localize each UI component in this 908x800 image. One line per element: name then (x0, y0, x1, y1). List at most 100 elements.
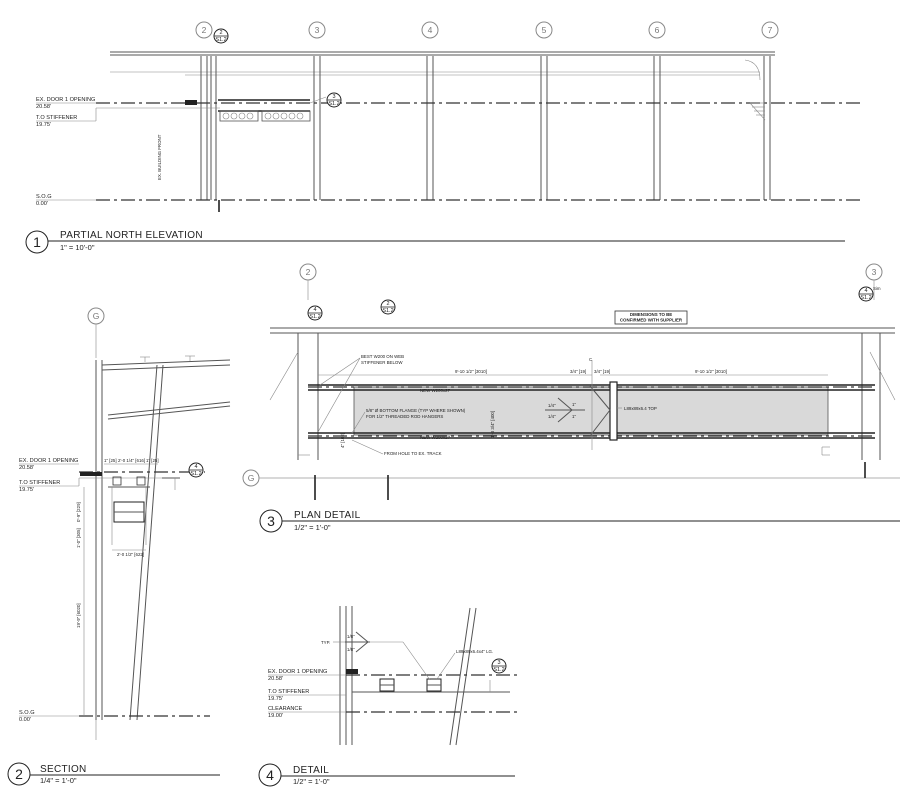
svg-text:S1.2: S1.2 (493, 667, 504, 673)
svg-text:S1.2: S1.2 (328, 101, 339, 107)
svg-text:CLEARANCE: CLEARANCE (268, 706, 302, 712)
svg-text:NEW W200x27: NEW W200x27 (420, 435, 451, 440)
svg-text:3: 3 (267, 513, 275, 529)
svg-text:3: 3 (332, 94, 335, 100)
svg-text:4: 4 (194, 464, 197, 470)
drawing-4-detail: EX. DOOR 1 OPENING 20.58' T.O STIFFENER … (258, 606, 520, 787)
svg-text:3: 3 (315, 25, 320, 35)
grid-bubble-3: 3 (308, 21, 326, 39)
detail-levels: EX. DOOR 1 OPENING 20.58' T.O STIFFENER … (268, 669, 520, 719)
detail-ref-bubble-section: 4 S1.2 (188, 462, 204, 478)
svg-text:EX. DOOR 1 OPENING: EX. DOOR 1 OPENING (36, 97, 95, 103)
svg-text:T.O STIFFENER: T.O STIFFENER (268, 689, 309, 695)
detail-ref-bubble-4: 3 S1.2 (491, 658, 507, 674)
building-front-label: EX. BUILDING FRONT (157, 134, 162, 180)
svg-text:1": 1" (572, 402, 576, 407)
svg-text:FROM HOLE TO EX. TRACK: FROM HOLE TO EX. TRACK (384, 451, 442, 456)
svg-text:1/4": 1/4" (548, 403, 556, 408)
grid-bubble-2-plan: 2 (299, 263, 317, 300)
svg-text:5/8" Ø BOTTOM FLANGE (TYP WHER: 5/8" Ø BOTTOM FLANGE (TYP WHERE SHOWN) (366, 408, 466, 413)
svg-text:4: 4 (864, 288, 867, 294)
svg-text:FOR 1/2" THREADED ROD HANGERS: FOR 1/2" THREADED ROD HANGERS (366, 414, 443, 419)
grid-bubble-3-plan: 3 (865, 263, 883, 300)
drawing-3-plan-detail: 2 3 G 4 S1.2 2 S1.2 4 (242, 263, 900, 533)
svg-text:3: 3 (497, 660, 500, 666)
svg-text:3/4" [19]: 3/4" [19] (570, 369, 586, 374)
svg-text:Sim: Sim (873, 286, 881, 291)
svg-text:T.O STIFFENER: T.O STIFFENER (19, 480, 60, 486)
svg-text:20.58': 20.58' (36, 104, 51, 110)
drawing-1-partial-north-elevation: 2 2 S1.2 3 4 5 6 7 (25, 21, 860, 254)
svg-text:4: 4 (266, 767, 274, 783)
svg-text:3/4" [19]: 3/4" [19] (594, 369, 610, 374)
grid-bubble-g-plan: G (242, 469, 900, 487)
weld-symbol-detail: TYP. 1/8" 1/8" (321, 631, 431, 681)
svg-text:2'-0 1/2" [622]: 2'-0 1/2" [622] (117, 552, 144, 557)
svg-text:G: G (248, 473, 255, 483)
svg-text:S.O.G: S.O.G (19, 710, 35, 716)
drawing-2-section: G EX. DOOR 1 OPENING 20.58' T.O STIFFENE… (7, 307, 231, 786)
svg-text:19.75': 19.75' (19, 487, 34, 493)
section-levels: EX. DOOR 1 OPENING 20.58' T.O STIFFENER … (19, 458, 210, 723)
stair-symbol (749, 102, 766, 121)
svg-text:1: 1 (33, 234, 41, 250)
svg-text:4" [102]: 4" [102] (340, 433, 345, 448)
grid-bubble-2: 2 (195, 21, 213, 39)
svg-text:0'-9" [229]: 0'-9" [229] (76, 502, 81, 522)
section-ref-bubble: 2 S1.2 (213, 28, 229, 44)
grid-bubble-4: 4 (421, 21, 439, 39)
svg-text:STIFFENER BELOW: STIFFENER BELOW (361, 360, 403, 365)
svg-text:1" [25]: 1" [25] (104, 458, 117, 463)
detail-ref-bubble-3: 3 S1.2 (326, 92, 342, 108)
svg-text:L89x89x6.4x4" LG.: L89x89x6.4x4" LG. (456, 649, 493, 654)
svg-text:1/2" = 1'-0": 1/2" = 1'-0" (294, 523, 331, 532)
svg-text:7: 7 (768, 25, 773, 35)
plan-ref-bubble-mid: 2 S1.2 (380, 299, 396, 315)
dimensions-note: DIMENSIONS TO BE CONFIRMED WITH SUPPLIER (614, 310, 688, 325)
drawing-1-title: 1 PARTIAL NORTH ELEVATION 1" = 10'-0" (25, 230, 845, 254)
svg-text:NEW W200x27: NEW W200x27 (420, 388, 451, 393)
svg-text:1/8": 1/8" (347, 634, 355, 639)
svg-text:1'-0" [305]: 1'-0" [305] (76, 528, 81, 548)
svg-text:5: 5 (542, 25, 547, 35)
svg-text:2: 2 (386, 301, 389, 307)
svg-text:S1.2: S1.2 (190, 471, 201, 477)
svg-text:TYP.: TYP. (321, 640, 330, 645)
grid-bubble-6: 6 (648, 21, 666, 39)
svg-text:DIMENSIONS TO BE: DIMENSIONS TO BE (630, 312, 672, 317)
svg-text:S1.2: S1.2 (215, 37, 226, 43)
svg-text:0.00': 0.00' (36, 201, 48, 207)
svg-text:0.00': 0.00' (19, 717, 31, 723)
svg-text:CONFIRMED WITH SUPPLIER: CONFIRMED WITH SUPPLIER (620, 318, 683, 323)
roof-line (110, 51, 775, 81)
svg-text:2: 2 (15, 766, 23, 782)
grid-bubble-7: 7 (761, 21, 779, 39)
svg-text:19.75': 19.75' (268, 696, 283, 702)
svg-text:20.58': 20.58' (268, 676, 283, 682)
grid-bubble-5: 5 (535, 21, 553, 39)
svg-text:2: 2 (202, 25, 207, 35)
svg-text:S1.2: S1.2 (382, 308, 393, 314)
svg-text:20.58': 20.58' (19, 465, 34, 471)
svg-text:PARTIAL NORTH ELEVATION: PARTIAL NORTH ELEVATION (60, 230, 203, 241)
svg-text:SECTION: SECTION (40, 764, 87, 775)
drawing-3-title: 3 PLAN DETAIL 1/2" = 1'-0" (259, 509, 900, 533)
svg-text:S1.2: S1.2 (309, 314, 320, 320)
svg-text:1": 1" (572, 414, 576, 419)
svg-text:S1.2: S1.2 (860, 295, 871, 301)
weld-symbol-plan: 1/4" 1/4" 1" 1" (545, 397, 585, 423)
svg-text:1" [25]: 1" [25] (146, 458, 159, 463)
drawing-4-title: 4 DETAIL 1/2" = 1'-0" (258, 763, 515, 787)
svg-text:T.O STIFFENER: T.O STIFFENER (36, 115, 77, 121)
svg-text:2: 2 (306, 267, 311, 277)
svg-text:BEST W200 ON WEB: BEST W200 ON WEB (361, 354, 404, 359)
svg-text:1/2" = 1'-0": 1/2" = 1'-0" (293, 777, 330, 786)
svg-text:4: 4 (428, 25, 433, 35)
svg-text:1/8": 1/8" (347, 647, 355, 652)
svg-text:S.O.G: S.O.G (36, 194, 52, 200)
plan-ref-bubble-left: 4 S1.2 (307, 305, 323, 321)
svg-text:1/4": 1/4" (548, 414, 556, 419)
grid-bubble-g-section: G (87, 307, 105, 358)
elevation-levels: EX. DOOR 1 OPENING 20.58' T.O STIFFENER … (36, 97, 860, 207)
